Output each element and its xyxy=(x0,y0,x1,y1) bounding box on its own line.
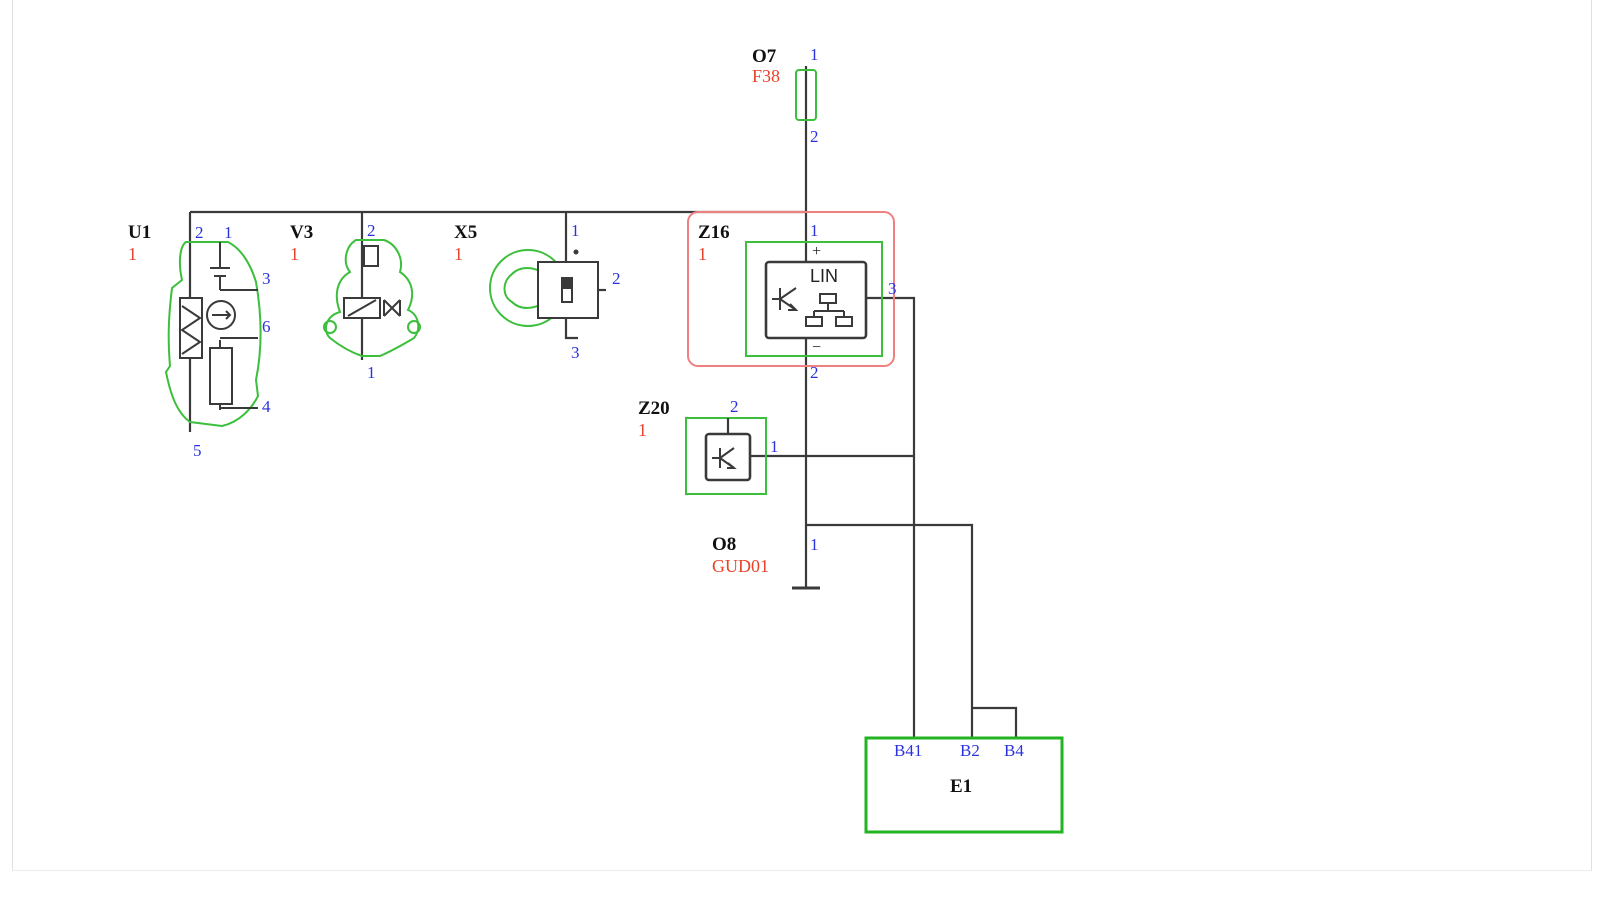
plus-sign: + xyxy=(812,243,821,260)
pin-label: 5 xyxy=(193,441,202,460)
pin-label: 6 xyxy=(262,317,271,336)
component-sub-x5: 1 xyxy=(454,244,463,264)
pin-label: B4 xyxy=(1004,741,1024,760)
component-label-u1: U1 xyxy=(128,222,151,243)
wire-ground-to-b2 xyxy=(806,523,974,738)
component-label-o7: O7 xyxy=(752,46,777,67)
component-u1[interactable]: U1 1 2 1 3 6 4 5 xyxy=(128,222,271,460)
component-sub-z20: 1 xyxy=(638,420,647,440)
resistor-symbol xyxy=(209,347,233,405)
transistor-symbol xyxy=(712,447,735,469)
component-label-z16: Z16 xyxy=(698,222,730,243)
wires xyxy=(188,66,1018,738)
control-unit-box xyxy=(864,736,1064,834)
highlight-box xyxy=(687,211,895,367)
component-o7[interactable]: O7 F38 1 2 xyxy=(752,45,819,146)
fuse-symbol xyxy=(795,69,817,121)
pin-label: 1 xyxy=(224,223,233,242)
pin-label: 3 xyxy=(888,279,897,298)
component-outline xyxy=(685,417,767,495)
lin-label: LIN xyxy=(810,266,838,286)
component-label-o8: O8 xyxy=(712,534,736,555)
pin-label: 2 xyxy=(730,397,739,416)
transistor-arrow xyxy=(727,462,737,469)
pin-label: 1 xyxy=(367,363,376,382)
component-z16[interactable]: LIN + − Z16 1 1 3 2 xyxy=(687,211,897,382)
pin-label: 4 xyxy=(262,397,271,416)
minus-sign: − xyxy=(812,339,821,356)
component-v3[interactable]: V3 1 2 1 xyxy=(290,221,421,382)
pin-label: B2 xyxy=(960,741,980,760)
solenoid-coil-diagonal xyxy=(347,299,377,317)
component-x5[interactable]: X5 1 1 2 3 xyxy=(454,221,621,362)
pin-label: 1 xyxy=(571,221,580,240)
component-label-e1: E1 xyxy=(950,776,972,797)
wire-b2-b4-jumper xyxy=(972,706,1018,738)
pin-label: 2 xyxy=(612,269,621,288)
plus-marker xyxy=(573,249,579,255)
pin-label: 1 xyxy=(770,437,779,456)
component-outline xyxy=(745,241,883,357)
wire-x5-pin3 xyxy=(564,318,578,340)
sensor-wiring xyxy=(210,242,258,410)
valve-symbol xyxy=(383,299,401,317)
network-links xyxy=(813,303,845,317)
pin-label: 2 xyxy=(195,223,204,242)
component-z20[interactable]: Z20 1 2 1 xyxy=(638,397,779,495)
component-outline xyxy=(164,241,262,428)
mount-hole-right xyxy=(407,320,421,334)
connector-contact-fill xyxy=(563,279,571,289)
pin-label: 2 xyxy=(810,363,819,382)
component-label-v3: V3 xyxy=(290,222,313,243)
component-sub-o8: GUD01 xyxy=(712,556,769,576)
component-sub-o7: F38 xyxy=(752,66,780,86)
module-symbol xyxy=(764,260,868,340)
pin-label: 1 xyxy=(810,221,819,240)
heater-element-symbol xyxy=(179,297,203,359)
connector-block xyxy=(363,245,379,267)
socket-inner-outline xyxy=(503,267,545,309)
component-e1[interactable]: E1 B41 B2 B4 xyxy=(864,736,1064,834)
component-sub-v3: 1 xyxy=(290,244,299,264)
component-outline xyxy=(324,239,420,357)
heater-zigzag xyxy=(180,305,202,355)
connector-symbol xyxy=(537,261,599,319)
pin-label: 2 xyxy=(810,127,819,146)
pin-label: 2 xyxy=(367,221,376,240)
pin-label: 1 xyxy=(810,535,819,554)
pin-label: 3 xyxy=(571,343,580,362)
diagram-canvas xyxy=(12,0,1592,871)
component-label-x5: X5 xyxy=(454,222,477,243)
sensor-element-arrow xyxy=(212,310,232,320)
pin-label: 3 xyxy=(262,269,271,288)
component-sub-u1: 1 xyxy=(128,244,137,264)
pin-label: B41 xyxy=(894,741,922,760)
connector-contact xyxy=(561,277,573,303)
pin-label: 1 xyxy=(810,45,819,64)
component-o8[interactable]: O8 GUD01 1 xyxy=(712,534,820,590)
component-sub-z16: 1 xyxy=(698,244,707,264)
component-label-z20: Z20 xyxy=(638,398,670,419)
mount-hole-left xyxy=(323,320,337,334)
transistor-arrow xyxy=(788,303,799,311)
transistor-symbol xyxy=(772,287,797,311)
